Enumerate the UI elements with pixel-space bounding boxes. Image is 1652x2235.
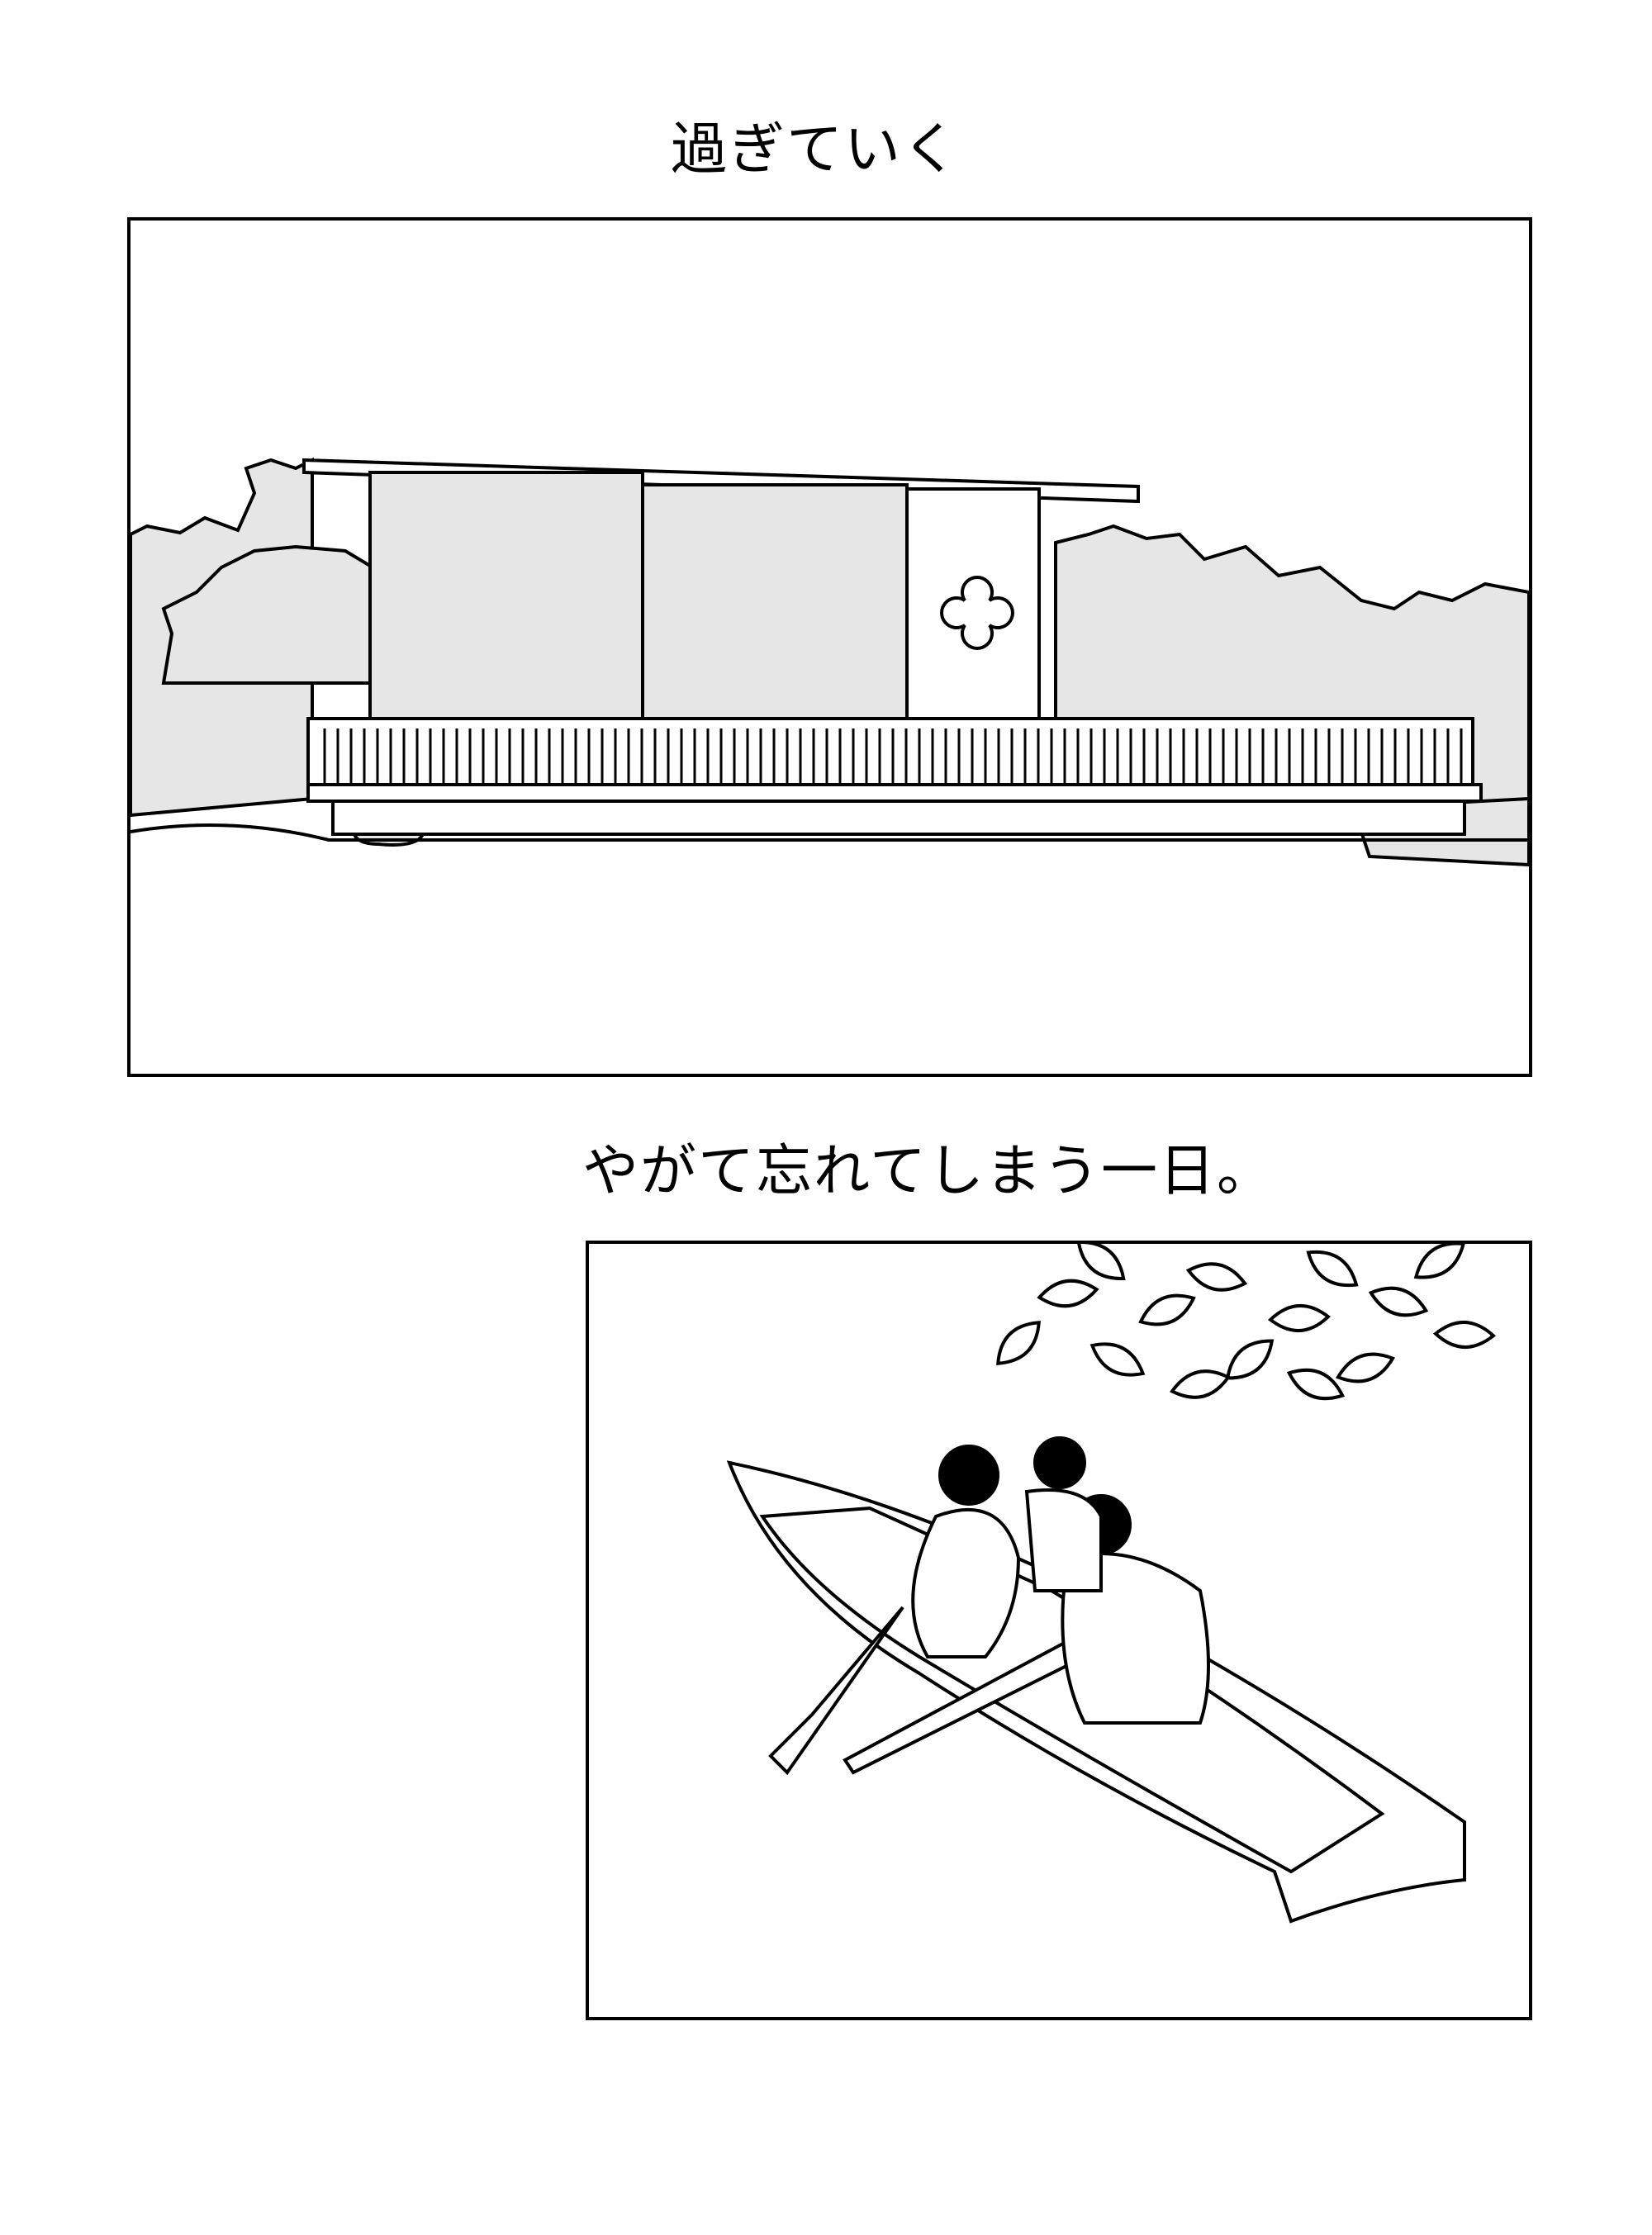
person-front-head: [938, 1445, 999, 1506]
deck-base: [331, 800, 1466, 836]
boathouse-illustration: [131, 457, 1529, 867]
leaf: [1432, 1321, 1497, 1349]
quatrefoil-window: [940, 576, 1014, 650]
leaf: [1225, 1339, 1275, 1380]
leaf: [1037, 1279, 1099, 1308]
panel-rowboat: [586, 1241, 1532, 2020]
leaf: [1138, 1293, 1196, 1326]
person-back: [1061, 1552, 1210, 1725]
person-middle: [1024, 1488, 1103, 1592]
leaf: [1185, 1262, 1248, 1292]
leaf: [1306, 1250, 1359, 1288]
leaf: [1076, 1244, 1126, 1281]
overhanging-leaves: [996, 1244, 1497, 1401]
water-line: [131, 823, 1529, 842]
leaf: [1170, 1369, 1231, 1399]
oar-left: [768, 1606, 904, 1776]
leaf: [1267, 1304, 1332, 1332]
leaf: [1368, 1286, 1429, 1317]
leaf: [996, 1321, 1041, 1365]
person-middle-head: [1033, 1436, 1086, 1489]
wall-left: [368, 471, 644, 755]
rowboat-illustration: [726, 1244, 1497, 1924]
leaf: [1335, 1352, 1396, 1383]
leaf: [1413, 1244, 1466, 1279]
leaf: [1089, 1342, 1146, 1377]
panel-boathouse: [127, 217, 1532, 1077]
wall-center: [641, 483, 909, 755]
caption-middle: やがて忘れてしまう一日。: [582, 1139, 1275, 1204]
leaf: [1286, 1368, 1346, 1401]
caption-top: 過ぎていく: [671, 117, 961, 183]
deck: [306, 783, 1483, 803]
person-front: [911, 1507, 1021, 1658]
